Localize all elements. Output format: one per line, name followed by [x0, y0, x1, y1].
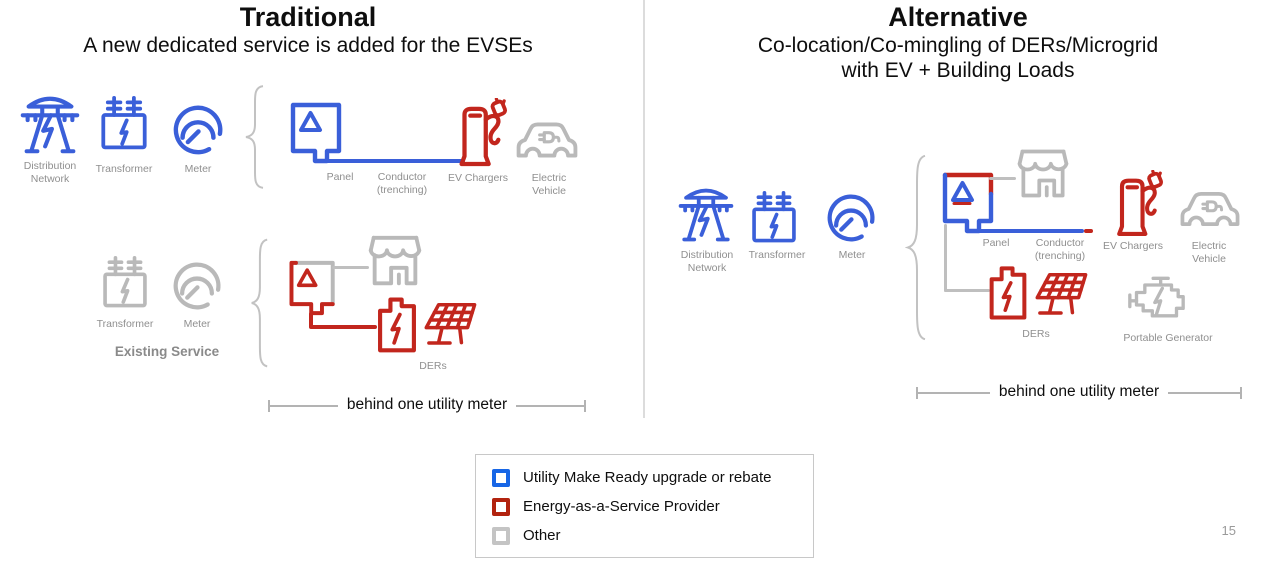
panel-store-wire	[332, 266, 369, 269]
curly-brace	[905, 152, 927, 343]
meter-gauge-icon	[827, 194, 875, 242]
dim-tick	[1240, 387, 1243, 399]
storefront-icon	[368, 235, 422, 286]
transformer-label: Transformer	[95, 163, 153, 175]
gray-swatch-icon	[492, 526, 510, 545]
legend-label: Energy-as-a-Service Provider	[523, 498, 720, 515]
center-divider	[643, 0, 645, 418]
solar-panel-icon	[424, 303, 477, 345]
page-number: 15	[1221, 523, 1236, 538]
existing-service-label: Existing Service	[114, 344, 220, 359]
distribution-network-label: Distribution Network	[680, 249, 734, 274]
conductor-line-tip	[1084, 229, 1093, 233]
blue-swatch-icon	[492, 468, 510, 487]
left-subtitle: A new dedicated service is added for the…	[83, 34, 533, 57]
curly-brace	[249, 237, 269, 369]
ev-charger-icon	[459, 98, 508, 167]
dim-line	[918, 392, 990, 394]
transformer-label: Transformer	[748, 249, 806, 261]
legend-row: Energy-as-a-Service Provider	[492, 492, 813, 521]
portable-generator-icon	[1128, 276, 1185, 318]
conductor-label: Conductor (trenching)	[376, 171, 428, 196]
solar-panel-icon	[1035, 273, 1088, 315]
meter-label: Meter	[184, 163, 212, 175]
ders-label: DERs	[1022, 328, 1050, 340]
panel-ders-wire	[309, 325, 377, 329]
behind-meter-span: behind one utility meter	[916, 383, 1243, 402]
panel-ders-wire	[309, 312, 313, 328]
storefront-icon	[1017, 149, 1069, 198]
behind-meter-label: behind one utility meter	[346, 396, 508, 413]
behind-meter-label: behind one utility meter	[998, 383, 1160, 400]
ev-chargers-label: EV Chargers	[1102, 240, 1164, 252]
ders-label: DERs	[419, 360, 447, 372]
panel-ders-wire	[944, 224, 947, 292]
transmission-tower-icon	[678, 188, 734, 242]
legend-label: Other	[523, 527, 561, 544]
electrical-panel-icon	[290, 102, 342, 164]
right-subtitle: Co-location/Co-mingling of DERs/Microgri…	[757, 34, 1159, 82]
electric-vehicle-icon	[516, 122, 578, 158]
red-swatch-icon	[492, 497, 510, 516]
transmission-tower-icon	[20, 96, 80, 154]
conductor-label: Conductor (trenching)	[1034, 237, 1086, 262]
meter-gauge-icon	[173, 105, 223, 155]
dim-line	[270, 405, 338, 407]
dim-tick	[916, 387, 918, 399]
meter-gauge-icon	[173, 262, 221, 310]
transformer-icon	[101, 96, 147, 150]
legend-label: Utility Make Ready upgrade or rebate	[523, 469, 772, 486]
legend-box: Utility Make Ready upgrade or rebate Ene…	[475, 454, 814, 558]
meter-label: Meter	[183, 318, 211, 330]
transformer-icon	[103, 256, 147, 308]
dim-tick	[268, 400, 270, 412]
transformer-label: Transformer	[96, 318, 154, 330]
conductor-line	[324, 159, 465, 163]
electric-vehicle-icon	[1180, 192, 1240, 226]
dim-line	[516, 405, 585, 407]
legend-row: Other	[492, 521, 813, 550]
electric-vehicle-label: Electric Vehicle	[1191, 240, 1227, 265]
legend-row: Utility Make Ready upgrade or rebate	[492, 463, 813, 492]
right-title: Alternative	[888, 2, 1028, 32]
battery-storage-icon	[378, 297, 416, 353]
curly-brace	[243, 84, 265, 190]
conductor-line	[967, 229, 1084, 233]
panel-store-wire	[989, 177, 1016, 180]
dim-line	[1168, 392, 1241, 394]
electric-vehicle-label: Electric Vehicle	[531, 172, 567, 197]
battery-storage-icon	[989, 266, 1027, 320]
left-title: Traditional	[239, 2, 377, 32]
behind-meter-span: behind one utility meter	[268, 396, 587, 415]
transformer-icon	[752, 191, 796, 243]
panel-label: Panel	[326, 171, 354, 183]
dim-tick	[584, 400, 587, 412]
distribution-network-label: Distribution Network	[23, 160, 77, 185]
electrical-panel-icon	[942, 172, 994, 234]
panel-ders-wire	[944, 289, 990, 292]
panel-label: Panel	[982, 237, 1010, 249]
meter-label: Meter	[838, 249, 866, 261]
electrical-panel-icon	[289, 260, 335, 316]
portable-generator-label: Portable Generator	[1123, 332, 1213, 344]
ev-chargers-label: EV Chargers	[447, 172, 509, 184]
ev-charger-icon	[1117, 170, 1164, 236]
